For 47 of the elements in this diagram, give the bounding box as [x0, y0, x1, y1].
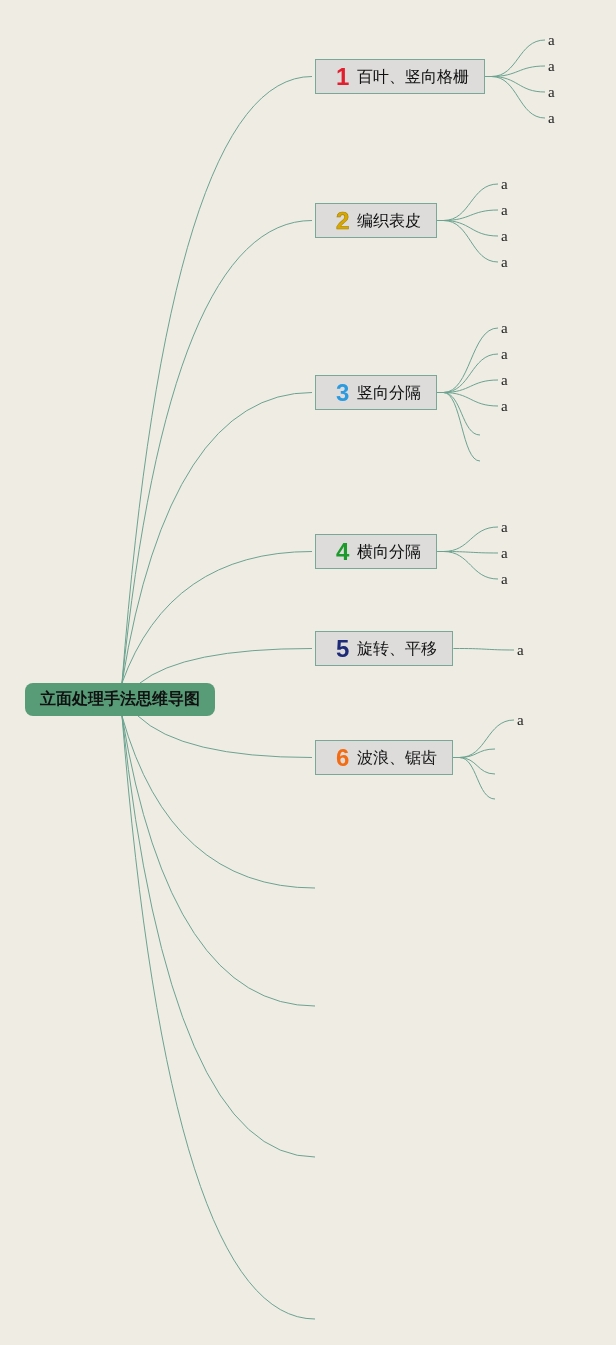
topic-box: [315, 375, 438, 410]
leaf-label: a: [548, 34, 555, 46]
branch-line: [484, 76, 546, 119]
leaf-label: a: [501, 204, 508, 216]
branch-line: [452, 648, 515, 651]
topic-label: 百叶、竖向格栅: [357, 66, 470, 87]
topic-label: 旋转、平移: [357, 638, 438, 659]
topic-label: 竖向分隔: [357, 382, 422, 403]
topic-number: 1: [336, 63, 350, 90]
leaf-label: a: [501, 400, 508, 412]
leaf-label: a: [548, 60, 555, 72]
leaf-label: a: [517, 644, 524, 656]
branch-line: [121, 551, 313, 684]
leaf-label: a: [501, 547, 508, 559]
topic-box: [315, 59, 486, 94]
branch-line: [121, 220, 313, 684]
leaf-label: a: [501, 322, 508, 334]
topic-box: [315, 203, 438, 238]
topic-box: [315, 534, 438, 569]
topic-number: 6: [336, 744, 350, 771]
leaf-label: a: [501, 178, 508, 190]
topic-number: 3: [336, 379, 350, 406]
topic-box: [315, 740, 454, 775]
branch-line: [137, 715, 313, 758]
branch-line: [452, 757, 496, 800]
topic-label: 横向分隔: [357, 541, 422, 562]
branch-line: [121, 715, 316, 1320]
leaf-label: a: [501, 230, 508, 242]
leaf-label: a: [501, 256, 508, 268]
leaf-label: a: [517, 714, 524, 726]
leaf-label: a: [548, 112, 555, 124]
branch-line: [139, 648, 313, 684]
leaf-label: a: [501, 521, 508, 533]
leaf-label: a: [501, 573, 508, 585]
topic-number: 2: [336, 207, 350, 234]
topic-number: 4: [336, 538, 350, 565]
leaf-label: a: [548, 86, 555, 98]
leaf-label: a: [501, 374, 508, 386]
branch-line: [436, 220, 499, 263]
topic-box: [315, 631, 454, 666]
leaf-label: a: [501, 348, 508, 360]
topic-label: 波浪、锯齿: [357, 747, 438, 768]
topic-number: 5: [336, 635, 350, 662]
branch-line: [436, 392, 481, 462]
branch-line: [436, 551, 499, 580]
central-topic: 立面处理手法思维导图: [25, 683, 215, 716]
topic-label: 编织表皮: [357, 210, 422, 231]
